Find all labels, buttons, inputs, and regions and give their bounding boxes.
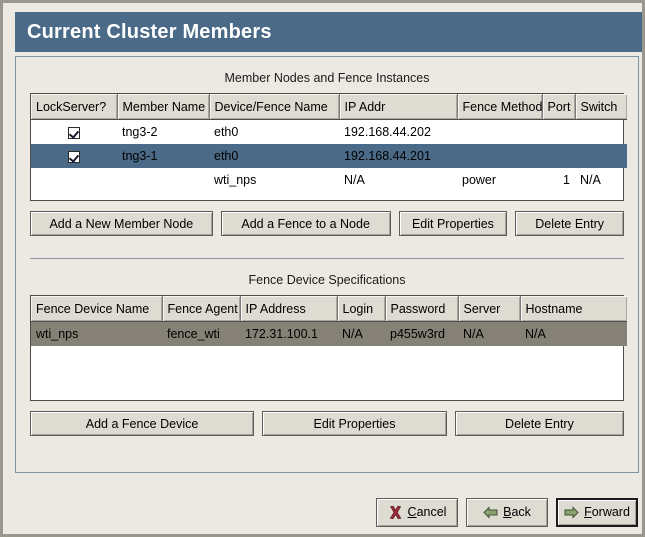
col-header-ip-address[interactable]: IP Address: [240, 296, 338, 322]
cell-login: N/A: [337, 321, 385, 346]
window-title: Current Cluster Members: [27, 20, 272, 43]
arrow-left-icon: [483, 505, 498, 520]
table-row[interactable]: tng3-2 eth0 192.168.44.202: [31, 120, 627, 145]
cell-switch: [575, 144, 627, 168]
cell-device-fence-name: wti_nps: [214, 173, 257, 187]
col-header-server[interactable]: Server: [458, 296, 521, 322]
cell-port: [542, 120, 575, 145]
member-nodes-table: LockServer? Member Name Device/Fence Nam…: [31, 94, 627, 192]
cell-member-name: tng3-1: [117, 144, 209, 168]
close-x-icon: [388, 505, 403, 520]
col-header-fence-device-name[interactable]: Fence Device Name: [31, 296, 163, 322]
table-row[interactable]: tng3-1 eth0 192.168.44.201: [31, 144, 627, 168]
window-titlebar: Current Cluster Members: [15, 12, 642, 52]
col-header-password[interactable]: Password: [385, 296, 459, 322]
cell-device-fence-name: eth0: [214, 125, 239, 139]
add-new-member-node-button[interactable]: Add a New Member Node: [30, 211, 213, 236]
content-panel: Member Nodes and Fence Instances LockSer…: [15, 56, 639, 473]
cell-password: p455w3rd: [385, 321, 458, 346]
back-rest: ack: [511, 505, 531, 519]
cancel-button[interactable]: Cancel: [376, 497, 458, 527]
col-header-lockserver[interactable]: LockServer?: [31, 94, 118, 120]
fence-section-heading: Fence Device Specifications: [248, 273, 406, 287]
col-header-fence-agent[interactable]: Fence Agent: [162, 296, 241, 322]
cell-member-name: tng3-2: [122, 125, 158, 139]
forward-button[interactable]: Forward: [556, 497, 638, 527]
section-divider: [30, 258, 624, 259]
fence-edit-properties-button[interactable]: Edit Properties: [262, 411, 447, 436]
cell-ip-address: 172.31.100.1: [240, 321, 337, 346]
cell-switch: N/A: [580, 173, 601, 187]
delete-entry-button[interactable]: Delete Entry: [515, 211, 624, 236]
col-header-fence-method[interactable]: Fence Method: [457, 94, 543, 120]
cancel-button-label: Cancel: [408, 505, 447, 519]
col-header-hostname[interactable]: Hostname: [520, 296, 627, 322]
cell-fence-method: power: [462, 173, 497, 187]
fence-devices-header-row: Fence Device Name Fence Agent IP Address…: [31, 296, 627, 322]
fence-devices-table: Fence Device Name Fence Agent IP Address…: [31, 296, 627, 346]
col-header-switch[interactable]: Switch: [575, 94, 627, 120]
cell-member-name: [117, 168, 209, 192]
edit-properties-button[interactable]: Edit Properties: [398, 211, 508, 236]
fence-delete-entry-button[interactable]: Delete Entry: [454, 411, 624, 436]
back-button-label: Back: [503, 505, 531, 519]
cell-port: 1: [563, 173, 570, 187]
table-row[interactable]: wti_nps fence_wti 172.31.100.1 N/A p455w…: [31, 321, 627, 346]
cell-switch: [575, 120, 627, 145]
cell-ip-addr: 192.168.44.201: [339, 144, 457, 168]
forward-button-label: Forward: [584, 505, 630, 519]
lockserver-checkbox[interactable]: [68, 150, 80, 163]
arrow-right-icon: [564, 505, 579, 520]
fence-actions-toolbar: Add a Fence Device Edit Properties Delet…: [30, 411, 624, 436]
cell-lockserver[interactable]: [31, 144, 117, 168]
cell-ip-addr: N/A: [344, 173, 365, 187]
cell-fence-agent: fence_wti: [162, 321, 240, 346]
window-inner: Current Cluster Members Member Nodes and…: [6, 6, 642, 534]
member-table-empty-area: [31, 192, 623, 200]
cell-device-fence-name: eth0: [209, 144, 339, 168]
cell-fence-method: [457, 144, 542, 168]
cell-fence-device-name: wti_nps: [31, 321, 162, 346]
fence-table-empty-area: [31, 346, 623, 400]
cell-ip-addr: 192.168.44.202: [344, 125, 431, 139]
cell-hostname: N/A: [520, 321, 627, 346]
cell-lockserver: [31, 168, 117, 192]
member-nodes-table-container: LockServer? Member Name Device/Fence Nam…: [30, 93, 627, 201]
col-header-port[interactable]: Port: [542, 94, 576, 120]
member-actions-toolbar: Add a New Member Node Add a Fence to a N…: [30, 211, 624, 236]
fence-devices-table-container: Fence Device Name Fence Agent IP Address…: [30, 295, 627, 401]
add-fence-to-node-button[interactable]: Add a Fence to a Node: [220, 211, 391, 236]
cell-server: N/A: [458, 321, 520, 346]
back-mnemonic: B: [503, 505, 512, 519]
add-fence-device-button[interactable]: Add a Fence Device: [30, 411, 255, 436]
dialog-action-bar: Cancel Back Forward: [15, 494, 639, 530]
cell-port: [542, 144, 575, 168]
col-header-device-fence-name[interactable]: Device/Fence Name: [209, 94, 340, 120]
col-header-login[interactable]: Login: [337, 296, 386, 322]
back-button[interactable]: Back: [466, 497, 548, 527]
cell-lockserver[interactable]: [31, 120, 117, 145]
member-nodes-header-row: LockServer? Member Name Device/Fence Nam…: [31, 94, 627, 120]
forward-mnemonic: F: [584, 505, 592, 519]
col-header-ip-addr[interactable]: IP Addr: [339, 94, 458, 120]
cancel-rest: ancel: [416, 505, 447, 519]
table-row[interactable]: wti_nps N/A power 1 N/A: [31, 168, 627, 192]
members-section-heading: Member Nodes and Fence Instances: [224, 71, 430, 85]
cancel-mnemonic: C: [407, 505, 417, 519]
cell-fence-method: [457, 120, 542, 145]
forward-rest: orward: [591, 505, 630, 519]
col-header-member-name[interactable]: Member Name: [117, 94, 210, 120]
lockserver-checkbox[interactable]: [68, 126, 80, 139]
